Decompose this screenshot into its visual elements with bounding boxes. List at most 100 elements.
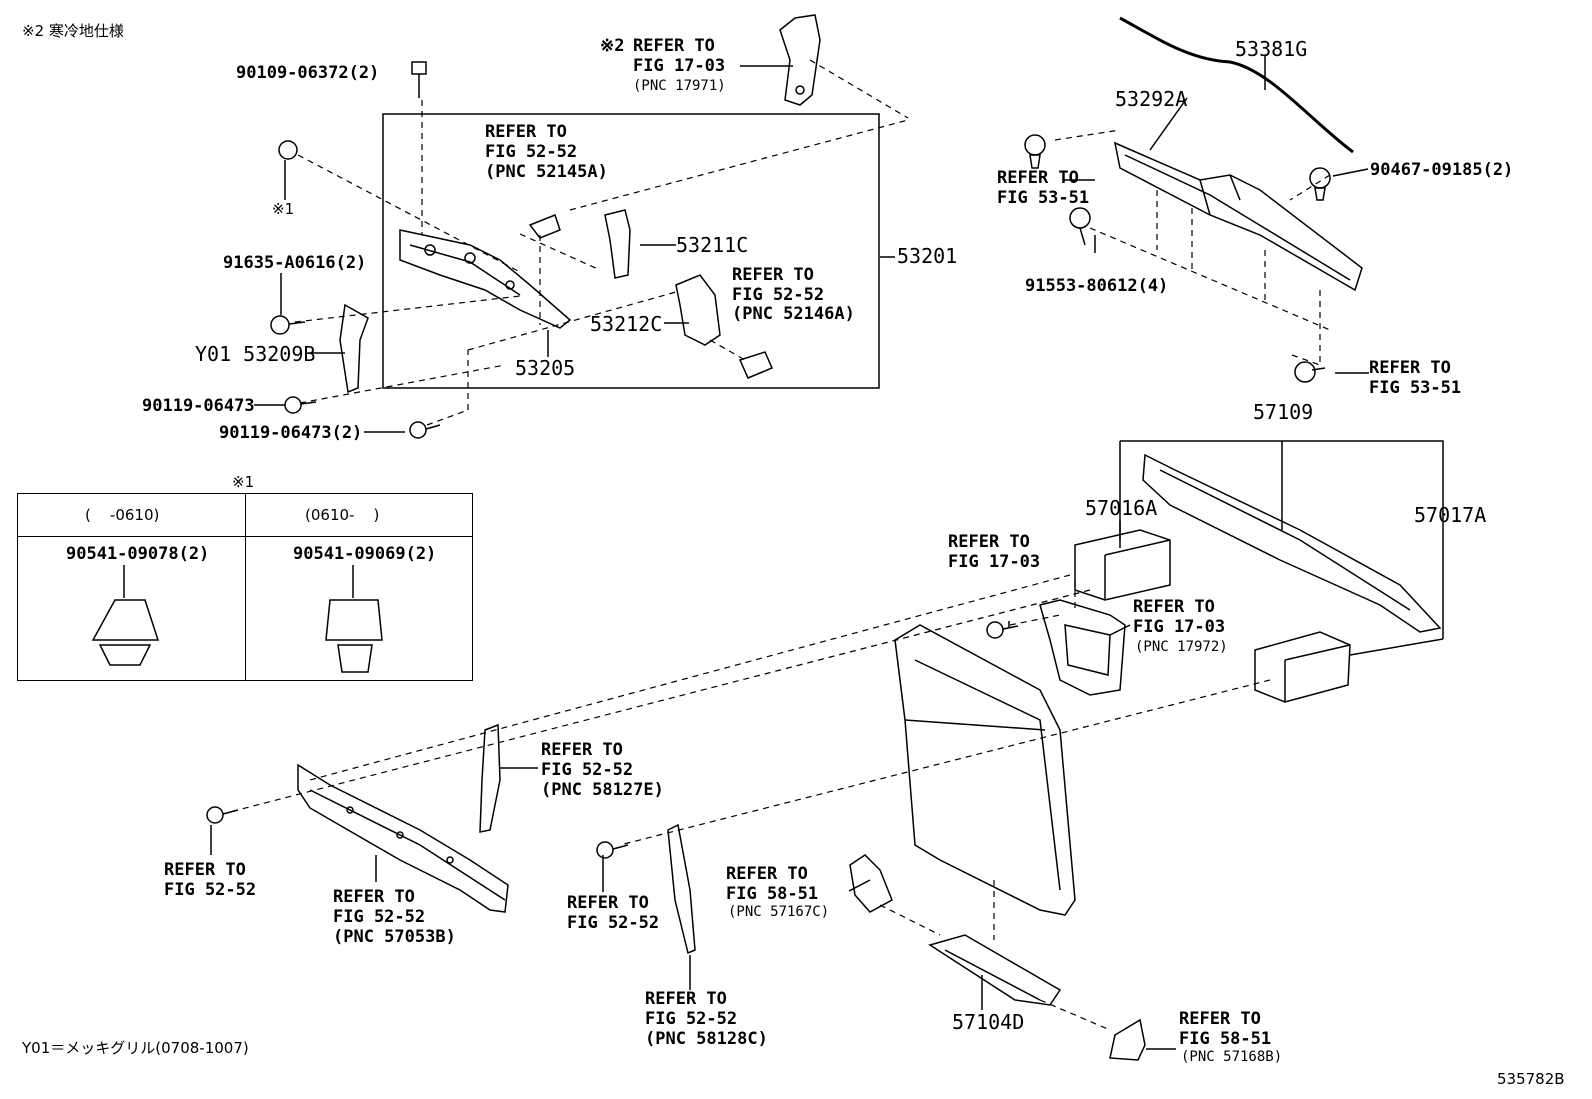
part-57016a: 57016A bbox=[1085, 496, 1158, 520]
mark-1-nut: ※1 bbox=[272, 200, 295, 218]
duct-57017a bbox=[1254, 631, 1351, 703]
clip-52146a bbox=[738, 351, 773, 379]
cover-53292a bbox=[1113, 141, 1363, 292]
ref-57167c-line3: (PNC 57167C) bbox=[728, 904, 830, 920]
part-90119-06473-2: 90119-06473(2) bbox=[219, 423, 363, 443]
bracket-57167c bbox=[849, 854, 893, 913]
ref-52146a-line1: REFER TO bbox=[732, 265, 814, 285]
part-53205: 53205 bbox=[515, 356, 576, 380]
ref-57053b-line3: (PNC 57053B) bbox=[333, 927, 456, 947]
inset-right-range: (0610- ) bbox=[305, 506, 380, 524]
clip-90467 bbox=[1309, 167, 1331, 201]
bolt-90119b bbox=[409, 421, 441, 439]
stay-58128c bbox=[667, 823, 696, 955]
bolt-90119a bbox=[284, 396, 317, 414]
clip-top-left bbox=[1024, 134, 1046, 169]
bolt-fig-52-52-center bbox=[596, 841, 629, 859]
ref-57053b-line2: FIG 52-52 bbox=[333, 907, 426, 927]
ref-58128c-line1: REFER TO bbox=[645, 989, 727, 1009]
ref-17972-line1: REFER TO bbox=[1133, 597, 1215, 617]
ref-52-52b-line2: FIG 52-52 bbox=[567, 913, 660, 933]
part-53212c: 53212C bbox=[590, 312, 663, 336]
clip-52145a bbox=[528, 214, 561, 239]
ref-17971-line2: FIG 17-03 bbox=[633, 56, 726, 76]
inset-left-part: 90541-09078(2) bbox=[66, 544, 210, 564]
cover-57104d bbox=[928, 934, 1062, 1006]
part-53292a: 53292A bbox=[1115, 87, 1188, 111]
bracket-53211c bbox=[604, 209, 631, 279]
y01-note: Y01＝メッキグリル(0708-1007) bbox=[22, 1039, 249, 1057]
part-91635-a0616: 91635-A0616(2) bbox=[223, 253, 367, 273]
bracket-57168b bbox=[1109, 1018, 1146, 1061]
ref-57168b-line2: FIG 58-51 bbox=[1179, 1029, 1272, 1049]
part-57104d: 57104D bbox=[952, 1010, 1025, 1034]
stay-58127e bbox=[479, 723, 501, 833]
ref-52146a-line3: (PNC 52146A) bbox=[732, 304, 855, 324]
ref-52145a-line1: REFER TO bbox=[485, 122, 567, 142]
bracket-57109 bbox=[1120, 440, 1444, 639]
ref-53-51a-line1: REFER TO bbox=[997, 168, 1079, 188]
part-53211c: 53211C bbox=[676, 233, 749, 257]
ref-58128c-line3: (PNC 58128C) bbox=[645, 1029, 768, 1049]
bolt-91553 bbox=[1069, 207, 1091, 246]
bracket-53212c bbox=[675, 274, 721, 346]
ref-52-52b-line1: REFER TO bbox=[567, 893, 649, 913]
ref-57167c-line2: FIG 58-51 bbox=[726, 884, 819, 904]
ref-52146a-line2: FIG 52-52 bbox=[732, 285, 825, 305]
seal-57109 bbox=[1142, 453, 1442, 633]
ref-17972-line3: (PNC 17972) bbox=[1135, 639, 1228, 655]
ref-57053b-line1: REFER TO bbox=[333, 887, 415, 907]
bolt-fig-52-52-left bbox=[206, 806, 239, 824]
support-57053b bbox=[297, 763, 509, 913]
ref-52145a-line3: (PNC 52145A) bbox=[485, 162, 608, 182]
ref-17971-mark: ※2 bbox=[600, 36, 625, 56]
nut-marked-1 bbox=[278, 140, 298, 160]
clip-bottom-right bbox=[1294, 361, 1326, 383]
ref-53-51a-line2: FIG 53-51 bbox=[997, 188, 1090, 208]
part-57109: 57109 bbox=[1253, 400, 1314, 424]
inset-left-range: ( -0610) bbox=[85, 506, 160, 524]
radiator bbox=[894, 624, 1076, 916]
variant-table bbox=[17, 493, 473, 681]
ref-53-51b-line1: REFER TO bbox=[1369, 358, 1451, 378]
bolt-90109 bbox=[411, 61, 427, 98]
bracket-17971 bbox=[779, 14, 821, 106]
ref-52145a-line2: FIG 52-52 bbox=[485, 142, 578, 162]
cold-climate-note: ※2 寒冷地仕様 bbox=[22, 22, 124, 40]
part-90467-09185: 90467-09185(2) bbox=[1370, 160, 1514, 180]
ref-17972-line2: FIG 17-03 bbox=[1133, 617, 1226, 637]
part-90109-06372: 90109-06372(2) bbox=[236, 63, 380, 83]
ref-17-03a-line1: REFER TO bbox=[948, 532, 1030, 552]
clip-90541-09078 bbox=[91, 599, 160, 666]
ref-57168b-line1: REFER TO bbox=[1179, 1009, 1261, 1029]
figure-id: 535782B bbox=[1497, 1070, 1565, 1088]
part-53209b: Y01 53209B bbox=[195, 342, 316, 366]
ref-57168b-line3: (PNC 57168B) bbox=[1181, 1049, 1283, 1065]
ref-58127e-line3: (PNC 58127E) bbox=[541, 780, 664, 800]
clip-90541-09069 bbox=[325, 599, 383, 673]
ref-52-52a-line1: REFER TO bbox=[164, 860, 246, 880]
ref-52-52a-line2: FIG 52-52 bbox=[164, 880, 257, 900]
ref-58127e-line1: REFER TO bbox=[541, 740, 623, 760]
ref-17971-line3: (PNC 17971) bbox=[633, 78, 726, 94]
strip-53381g bbox=[1119, 16, 1354, 154]
ref-58128c-line2: FIG 52-52 bbox=[645, 1009, 738, 1029]
ref-57167c-line1: REFER TO bbox=[726, 864, 808, 884]
bolt-fig-17-03 bbox=[986, 621, 1019, 639]
bracket-53205 bbox=[399, 229, 572, 329]
inset-marker: ※1 bbox=[232, 473, 255, 491]
part-57017a: 57017A bbox=[1414, 503, 1487, 527]
part-90119-06473: 90119-06473 bbox=[142, 396, 255, 416]
inset-right-part: 90541-09069(2) bbox=[293, 544, 437, 564]
assembly-box-53201 bbox=[382, 113, 880, 389]
part-91553-80612: 91553-80612(4) bbox=[1025, 276, 1169, 296]
ref-17-03a-line2: FIG 17-03 bbox=[948, 552, 1041, 572]
ref-17971-line1: REFER TO bbox=[633, 36, 715, 56]
bolt-91635 bbox=[270, 315, 306, 335]
shroud-17972 bbox=[1039, 599, 1126, 696]
ref-58127e-line2: FIG 52-52 bbox=[541, 760, 634, 780]
table-divider-v bbox=[245, 494, 246, 680]
ref-53-51b-line2: FIG 53-51 bbox=[1369, 378, 1462, 398]
